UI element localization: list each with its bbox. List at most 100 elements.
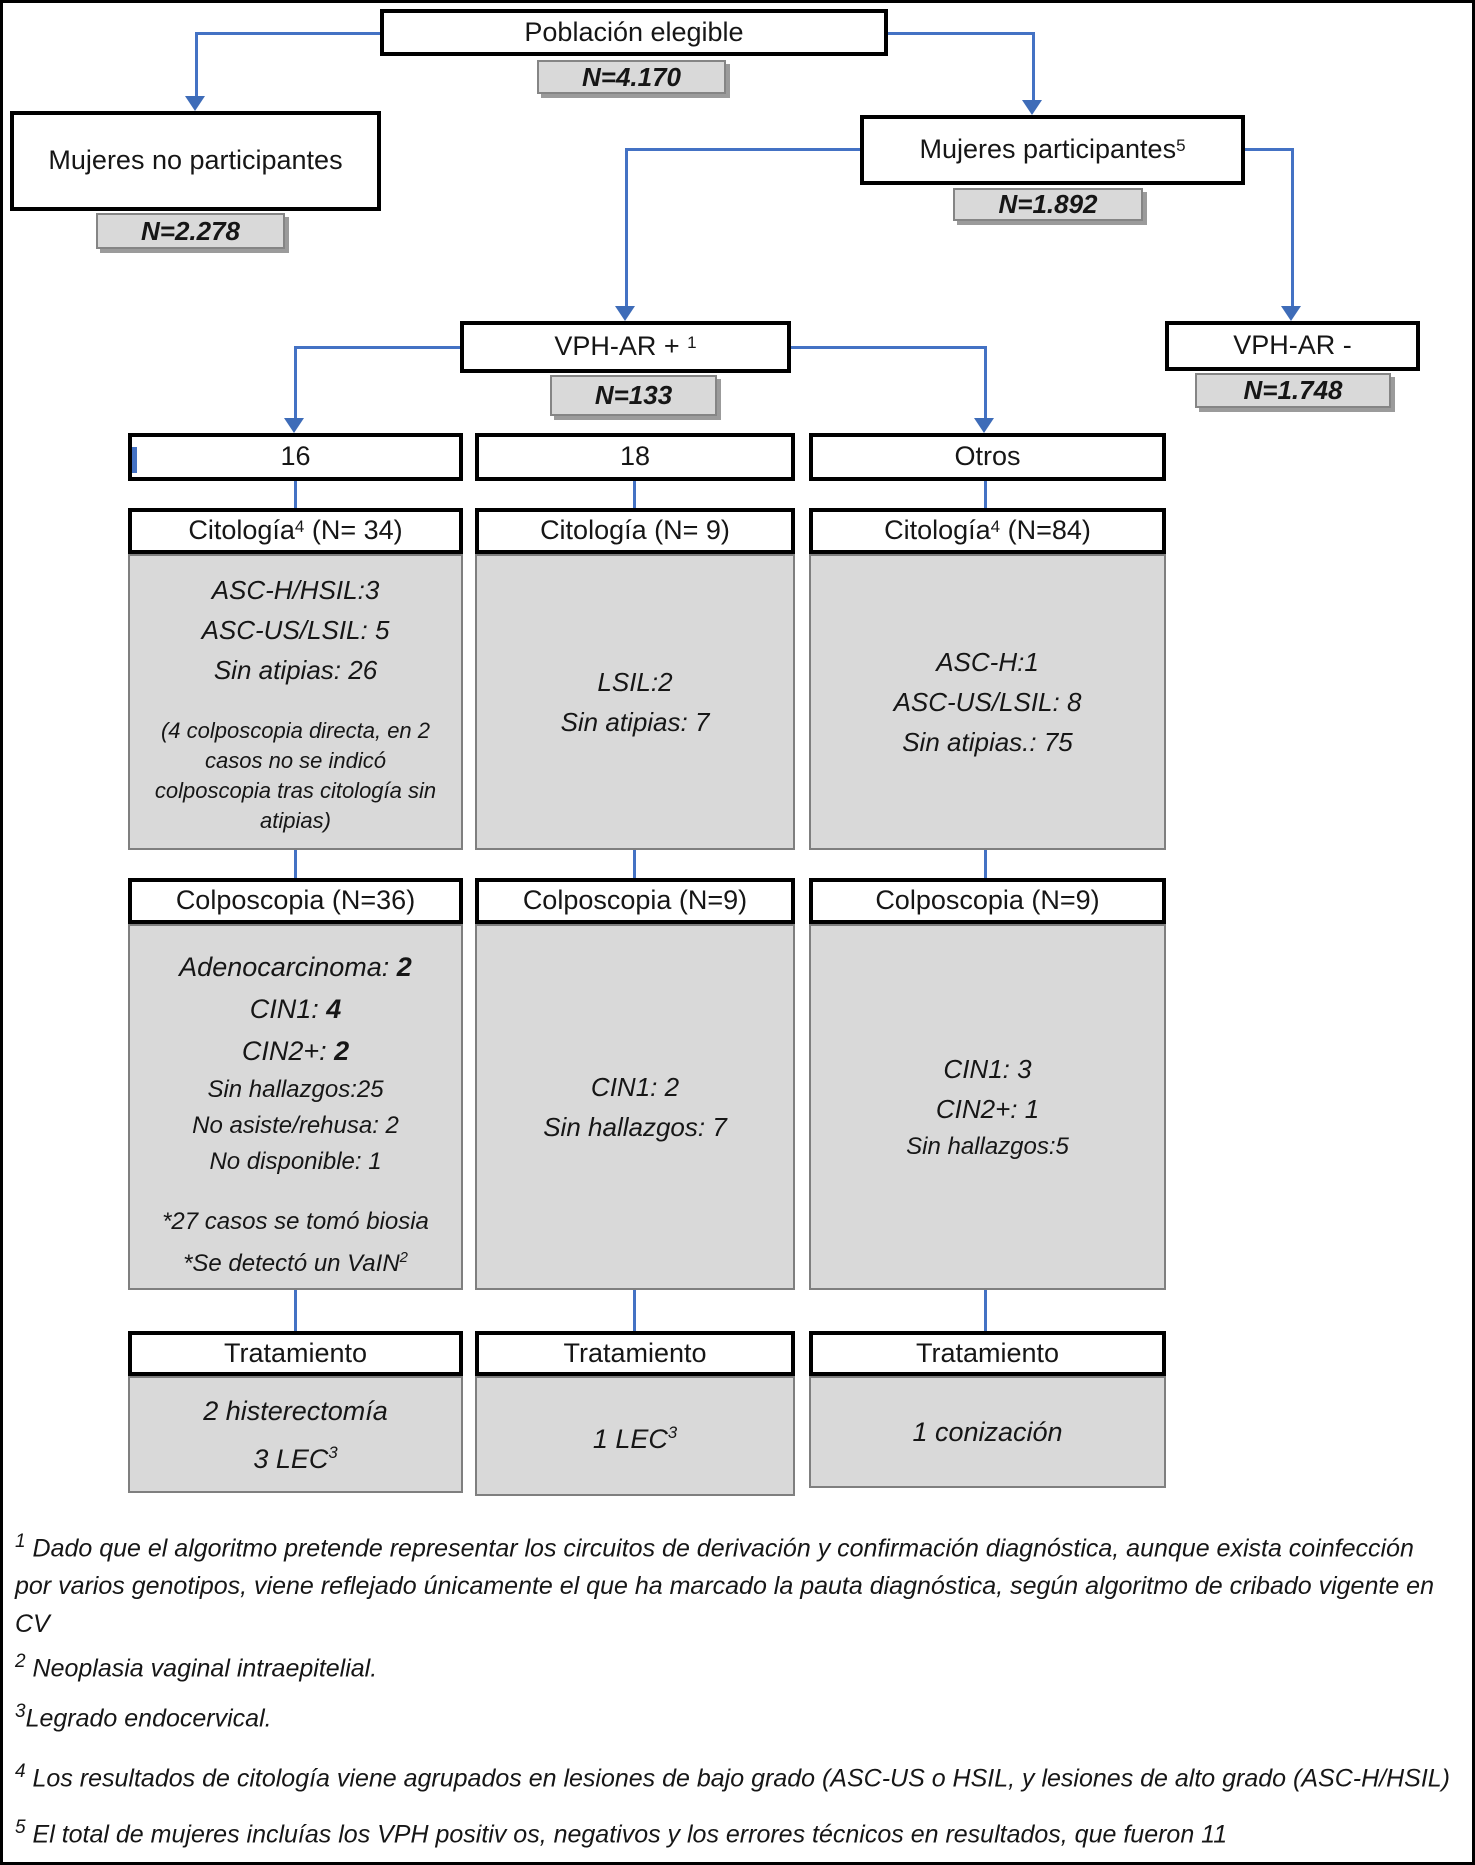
treatment-line: 1 conización [912,1417,1063,1447]
footnote-4: 4 Los resultados de citología viene agru… [15,1753,1462,1797]
colposcopy-results-18: CIN1: 2 Sin hallazgos: 7 [475,924,795,1290]
footnote-2: 2 Neoplasia vaginal intraepitelial. [15,1643,1462,1687]
hpv-positive-box: VPH-AR + 1 [460,321,791,373]
flow-connector [294,1290,297,1331]
cytology-title-otros: Citología4 (N=84) [884,515,1091,546]
treatment-results-otros: 1 conización [809,1376,1166,1488]
colposcopy-title-16: Colposcopia (N=36) [175,885,416,916]
cytology-header-otros: Citología4 (N=84) [809,508,1166,554]
colposcopy-result-line: No asiste/rehusa: 2 [192,1112,399,1139]
treatment-results-18: 1 LEC3 [475,1376,795,1496]
footnote-ref-3: 3 [328,1442,338,1462]
colposcopy-result-line: CIN1: 3 [943,1054,1032,1084]
arrow-down-icon [974,418,994,433]
cytology-result-line: ASC-US/LSIL: 8 [893,687,1082,717]
participants-label: Mujeres participantes5 [919,134,1186,165]
footnote-line: 4 Los resultados de citología viene agru… [15,1761,1450,1793]
genotype-otros-label: Otros [954,441,1021,472]
footnote-ref-2: 2 [399,1250,408,1266]
colposcopy-result-line: CIN2+: 1 [935,1094,1040,1124]
footnote-5: 5 El total de mujeres incluías los VPH p… [15,1809,1462,1853]
colposcopy-result-line: Sin hallazgos:25 [207,1076,384,1103]
footnote-line: 3Legrado endocervical. [15,1701,272,1733]
cytology-title-16: Citología4 (N= 34) [188,515,403,546]
flow-connector [888,32,1034,35]
colposcopy-results-16: Adenocarcinoma: 2 CIN1: 4 CIN2+: 2 Sin h… [128,924,463,1290]
spacer [130,1180,461,1204]
footnote-1: 1 Dado que el algoritmo pretende represe… [15,1523,1462,1643]
colposcopy-header-16: Colposcopia (N=36) [128,878,463,924]
treatment-title-otros: Tratamiento [915,1337,1060,1368]
hpv-positive-n-box: N=133 [550,375,717,416]
arrow-down-icon [185,96,205,111]
cytology-result-line: ASC-H:1 [936,647,1039,677]
population-label: Población elegible [524,16,744,47]
footnote-line: CV [15,1610,50,1639]
connector-stub [132,447,137,473]
footnote-3: 3Legrado endocervical. [15,1693,1462,1737]
flow-connector [294,481,297,508]
cytology-header-16: Citología4 (N= 34) [128,508,463,554]
colposcopy-header-otros: Colposcopia (N=9) [809,878,1166,924]
cytology-results-18: LSIL:2 Sin atipias: 7 [475,554,795,850]
flow-connector [633,481,636,508]
footnote-line: por varios genotipos, viene reflejado ún… [15,1572,1434,1601]
footnote-ref-4: 4 [990,517,1001,537]
cytology-result-line: LSIL:2 [597,667,673,697]
treatment-title-18: Tratamiento [563,1337,707,1368]
flow-connector [626,148,860,151]
cytology-result-line: Sin atipias.: 75 [902,727,1073,757]
participants-box: Mujeres participantes5 [860,115,1245,185]
arrow-down-icon [284,418,304,433]
footnote-line: 2 Neoplasia vaginal intraepitelial. [15,1651,378,1683]
flow-connector [984,346,987,419]
cytology-result-line: Sin atipias: 7 [560,707,710,737]
colposcopy-note: *27 casos se tomó biosia [162,1208,429,1235]
genotype-18-box: 18 [475,433,795,481]
footnote-ref-4: 4 [294,517,305,537]
flow-connector [984,481,987,508]
non-participants-n-box: N=2.278 [96,213,285,249]
flow-connector [1291,148,1294,307]
non-participants-n: N=2.278 [140,215,241,246]
flow-connector [1245,148,1294,151]
flow-connector [196,32,380,35]
cytology-results-16: ASC-H/HSIL:3 ASC-US/LSIL: 5 Sin atipias:… [128,554,463,850]
colposcopy-title-otros: Colposcopia (N=9) [875,885,1100,916]
flow-connector [295,346,460,349]
flow-connector [625,148,628,307]
treatment-title-16: Tratamiento [223,1337,368,1368]
cytology-note-16: (4 colposcopia directa, en 2 casos no se… [154,718,437,833]
genotype-18-label: 18 [619,441,651,472]
hpv-positive-n: N=133 [594,380,673,410]
flow-connector [1032,32,1035,100]
cytology-result-line: ASC-H/HSIL:3 [211,575,380,605]
flow-connector [984,1290,987,1331]
cytology-result-line: ASC-US/LSIL: 5 [201,615,390,645]
arrow-down-icon [1022,100,1042,115]
cytology-title-18: Citología (N= 9) [540,515,730,546]
hpv-negative-n: N=1.748 [1243,375,1343,405]
flow-connector [294,850,297,878]
genotype-16-label: 16 [280,441,311,472]
population-n-box: N=4.170 [537,60,726,94]
footnote-ref-5: 5 [1176,136,1186,156]
treatment-line: 3 LEC3 [253,1442,338,1474]
flow-connector [294,346,297,419]
hpv-negative-box: VPH-AR - [1165,321,1420,371]
non-participants-box: Mujeres no participantes [10,111,381,211]
hpv-negative-n-box: N=1.748 [1195,373,1391,408]
colposcopy-result-line: Sin hallazgos: 7 [543,1112,727,1142]
spacer [130,690,461,716]
colposcopy-result-line: No disponible: 1 [209,1148,382,1175]
participants-n-box: N=1.892 [953,188,1143,221]
flow-connector [633,1290,636,1331]
treatment-header-otros: Tratamiento [809,1331,1166,1376]
genotype-16-box: 16 [128,433,463,481]
hpv-negative-label: VPH-AR - [1233,330,1352,361]
cytology-results-otros: ASC-H:1 ASC-US/LSIL: 8 Sin atipias.: 75 [809,554,1166,850]
cytology-header-18: Citología (N= 9) [475,508,795,554]
colposcopy-note: *Se detectó un VaIN2 [183,1250,408,1277]
cytology-result-line: Sin atipias: 26 [213,655,378,685]
